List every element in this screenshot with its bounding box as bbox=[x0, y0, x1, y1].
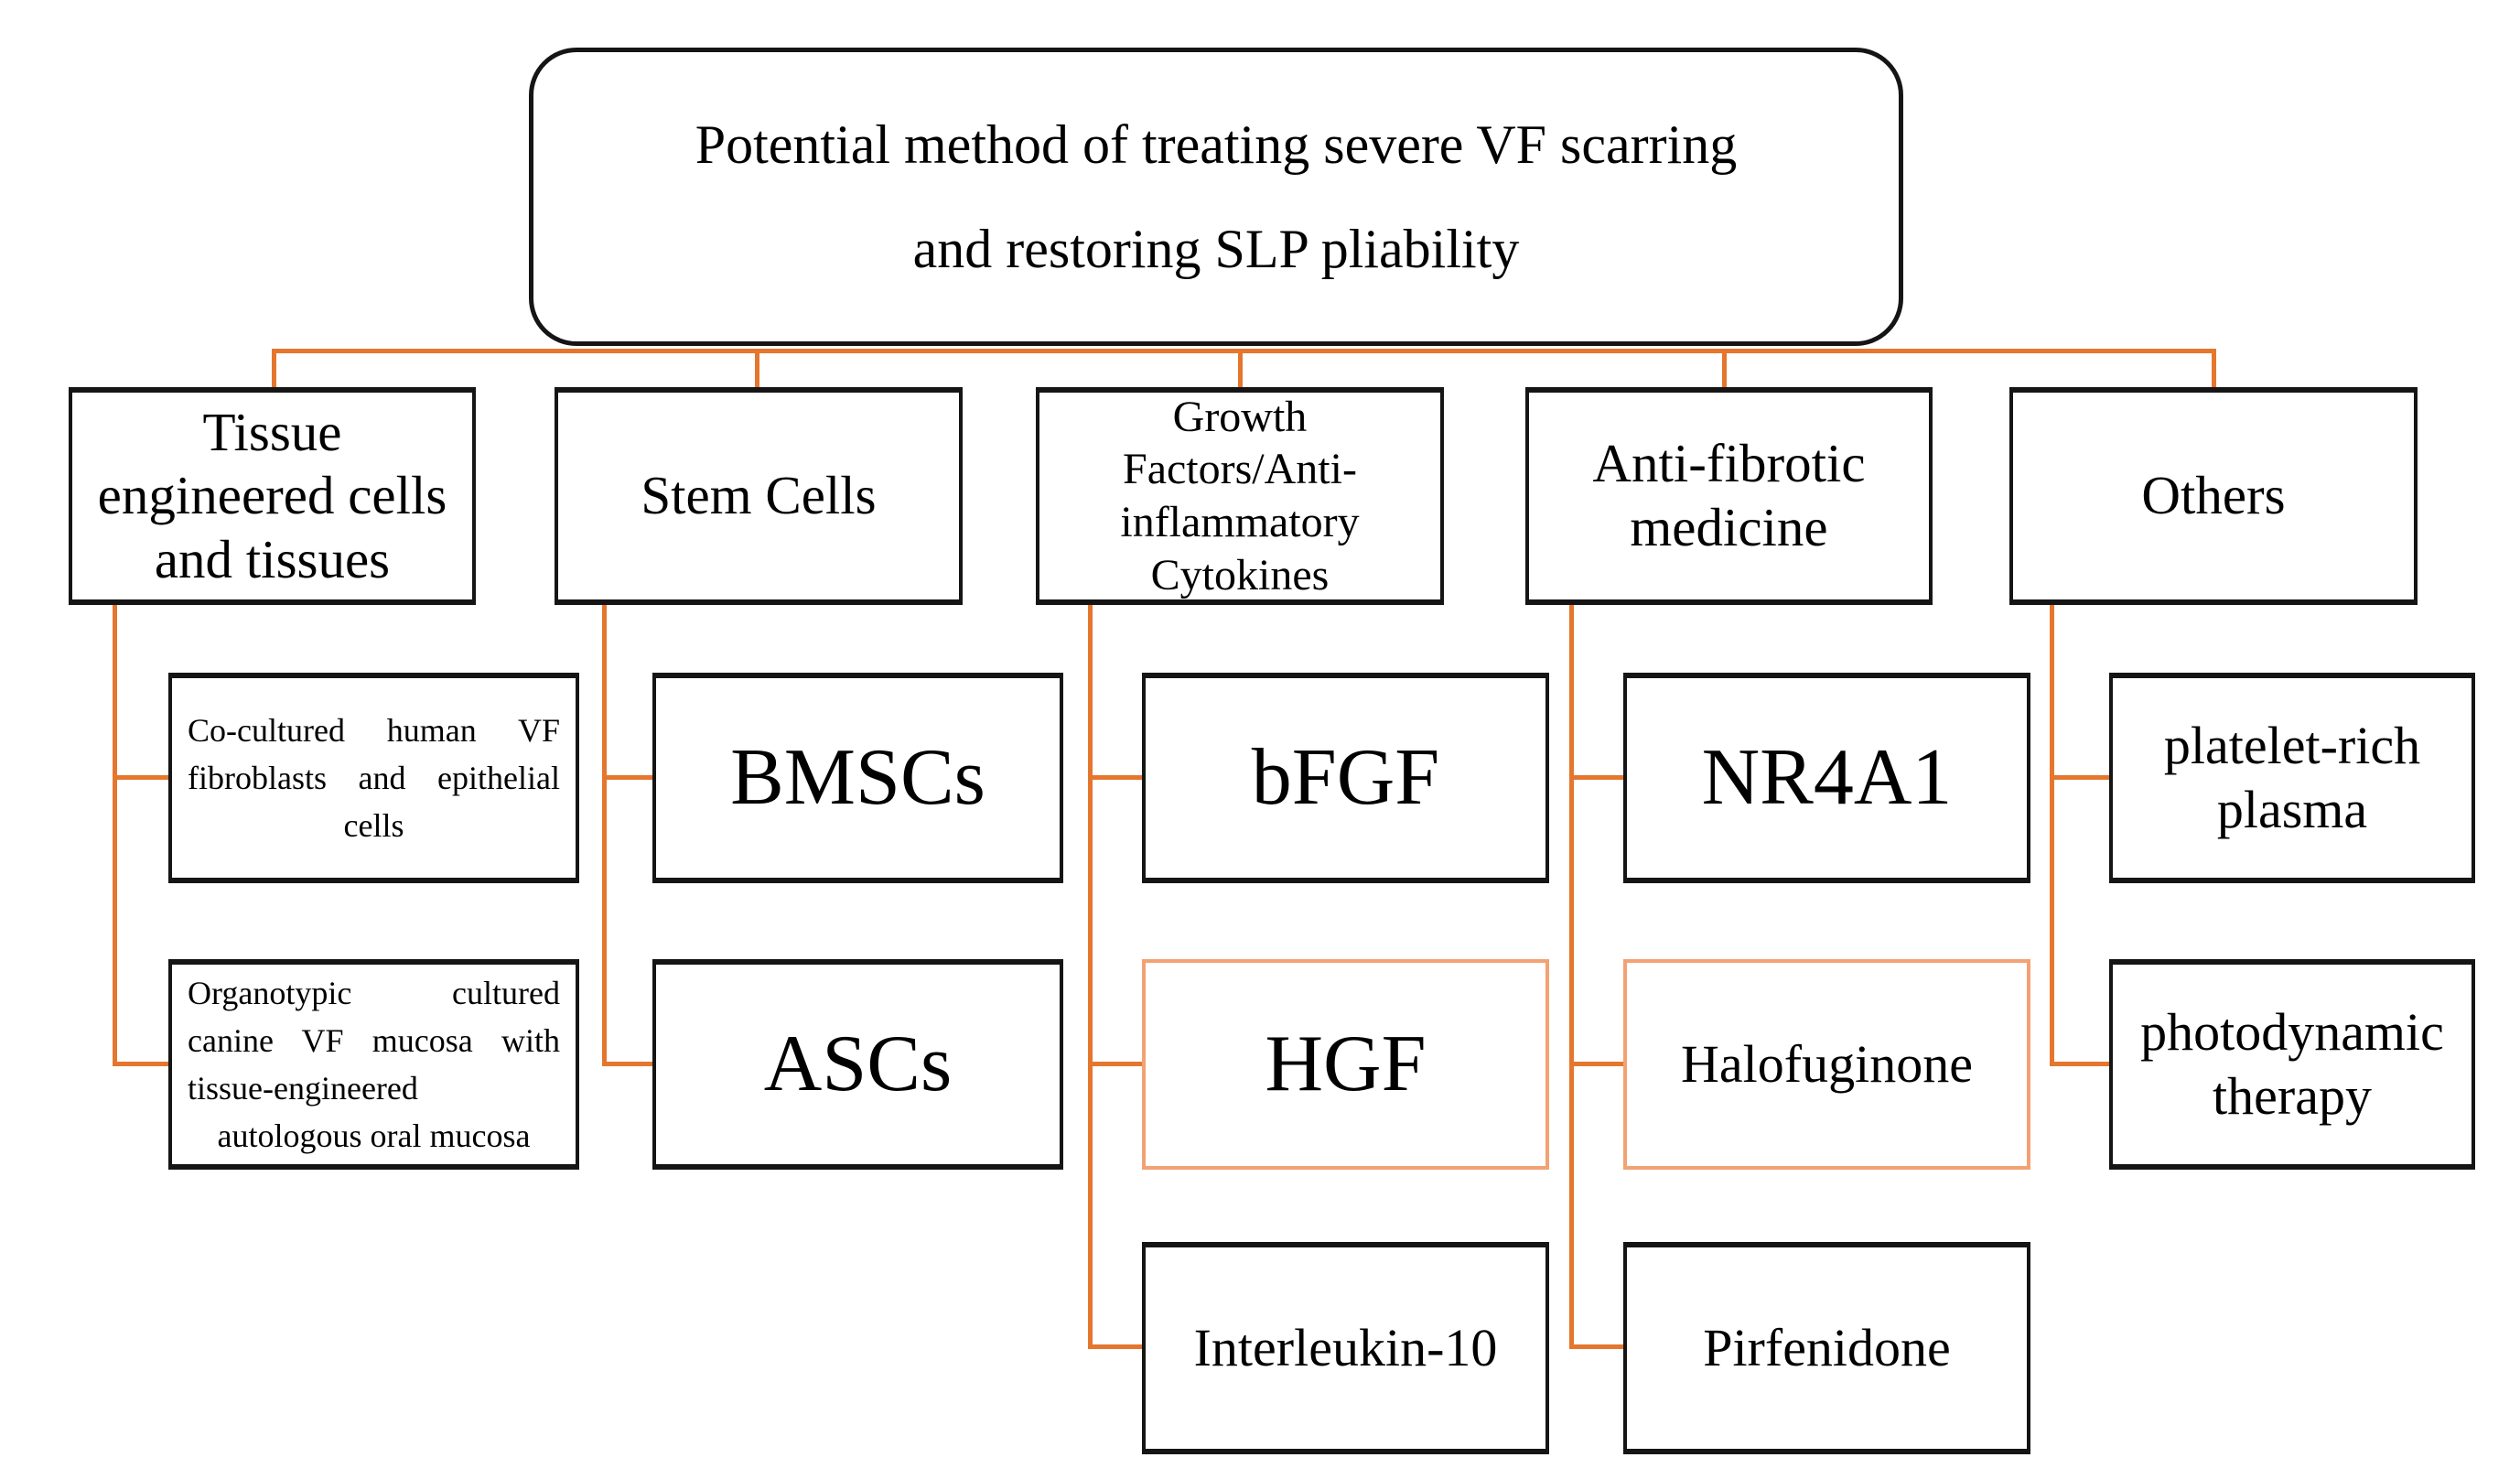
leaf-label: Halofuginone bbox=[1681, 1034, 1973, 1095]
leaf-node-bmscs: BMSCs bbox=[652, 673, 1063, 883]
leaf-node-halofuginone: Halofuginone bbox=[1623, 959, 2030, 1170]
leaf-node-hgf: HGF bbox=[1142, 959, 1549, 1170]
leaf-label: platelet-rich plasma bbox=[2163, 716, 2421, 839]
connector-col1-vertical bbox=[113, 603, 117, 1066]
connector-stub-col4-rowA bbox=[1569, 775, 1623, 780]
leaf-label: Co-cultured human VF fibroblasts and epi… bbox=[188, 711, 560, 845]
connector-col2-vertical bbox=[602, 603, 607, 1066]
connector-stub-col3-rowA bbox=[1088, 775, 1142, 780]
leaf-label: ASCs bbox=[763, 1019, 953, 1108]
connector-drop-branch-5 bbox=[2212, 349, 2216, 391]
connector-drop-branch-3 bbox=[1238, 349, 1243, 391]
branch-label: Anti-fibrotic medicine bbox=[1592, 433, 1866, 557]
root-node: Potential method of treating severe VF s… bbox=[529, 48, 1903, 346]
connector-col4-vertical bbox=[1569, 603, 1574, 1349]
leaf-node-platelet-rich-plasma: platelet-rich plasma bbox=[2109, 673, 2475, 883]
connector-drop-branch-1 bbox=[272, 349, 276, 391]
leaf-label: Pirfenidone bbox=[1703, 1318, 1951, 1378]
connector-stub-col2-rowB bbox=[602, 1062, 652, 1066]
leaf-label: NR4A1 bbox=[1701, 732, 1953, 822]
leaf-node-photodynamic-therapy: photodynamic therapy bbox=[2109, 959, 2475, 1170]
connector-col5-vertical bbox=[2050, 603, 2054, 1066]
leaf-node-interleukin-10: Interleukin-10 bbox=[1142, 1242, 1549, 1454]
branch-label: Stem Cells bbox=[641, 465, 877, 526]
connector-stub-col1-rowA bbox=[113, 775, 168, 780]
branch-label: Growth Factors/Anti- inflammatory Cytoki… bbox=[1120, 392, 1360, 599]
leaf-label: bFGF bbox=[1251, 732, 1440, 822]
branch-node-growth-factors: Growth Factors/Anti- inflammatory Cytoki… bbox=[1036, 387, 1444, 605]
connector-top-rail bbox=[274, 349, 2215, 353]
connector-stub-col1-rowB bbox=[113, 1062, 168, 1066]
leaf-label: photodynamic therapy bbox=[2140, 1002, 2444, 1126]
leaf-node-organotypic: Organotypic cultured canine VF mucosa wi… bbox=[168, 959, 579, 1170]
branch-node-anti-fibrotic: Anti-fibrotic medicine bbox=[1525, 387, 1933, 605]
connector-stub-col5-rowB bbox=[2050, 1062, 2109, 1066]
root-node-label: Potential method of treating severe VF s… bbox=[695, 114, 1738, 279]
branch-label: Tissue engineered cells and tissues bbox=[97, 401, 447, 589]
connector-stub-col3-rowB bbox=[1088, 1062, 1142, 1066]
leaf-label: Interleukin-10 bbox=[1193, 1318, 1498, 1378]
leaf-node-co-cultured: Co-cultured human VF fibroblasts and epi… bbox=[168, 673, 579, 883]
connector-stub-col3-rowC bbox=[1088, 1344, 1142, 1349]
leaf-node-bfgf: bFGF bbox=[1142, 673, 1549, 883]
connector-stub-col4-rowC bbox=[1569, 1344, 1623, 1349]
branch-node-tissue-engineered: Tissue engineered cells and tissues bbox=[69, 387, 476, 605]
branch-node-others: Others bbox=[2009, 387, 2418, 605]
leaf-label: HGF bbox=[1265, 1019, 1427, 1108]
connector-col3-vertical bbox=[1088, 603, 1093, 1349]
leaf-label: Organotypic cultured canine VF mucosa wi… bbox=[188, 974, 560, 1155]
leaf-node-ascs: ASCs bbox=[652, 959, 1063, 1170]
connector-stub-col5-rowA bbox=[2050, 775, 2109, 780]
branch-node-stem-cells: Stem Cells bbox=[555, 387, 963, 605]
connector-drop-branch-2 bbox=[755, 349, 759, 391]
connector-stub-col2-rowA bbox=[602, 775, 652, 780]
connector-stub-col4-rowB bbox=[1569, 1062, 1623, 1066]
leaf-node-pirfenidone: Pirfenidone bbox=[1623, 1242, 2030, 1454]
branch-label: Others bbox=[2141, 465, 2286, 526]
leaf-node-nr4a1: NR4A1 bbox=[1623, 673, 2030, 883]
leaf-label: BMSCs bbox=[730, 732, 985, 822]
connector-drop-branch-4 bbox=[1722, 349, 1727, 391]
